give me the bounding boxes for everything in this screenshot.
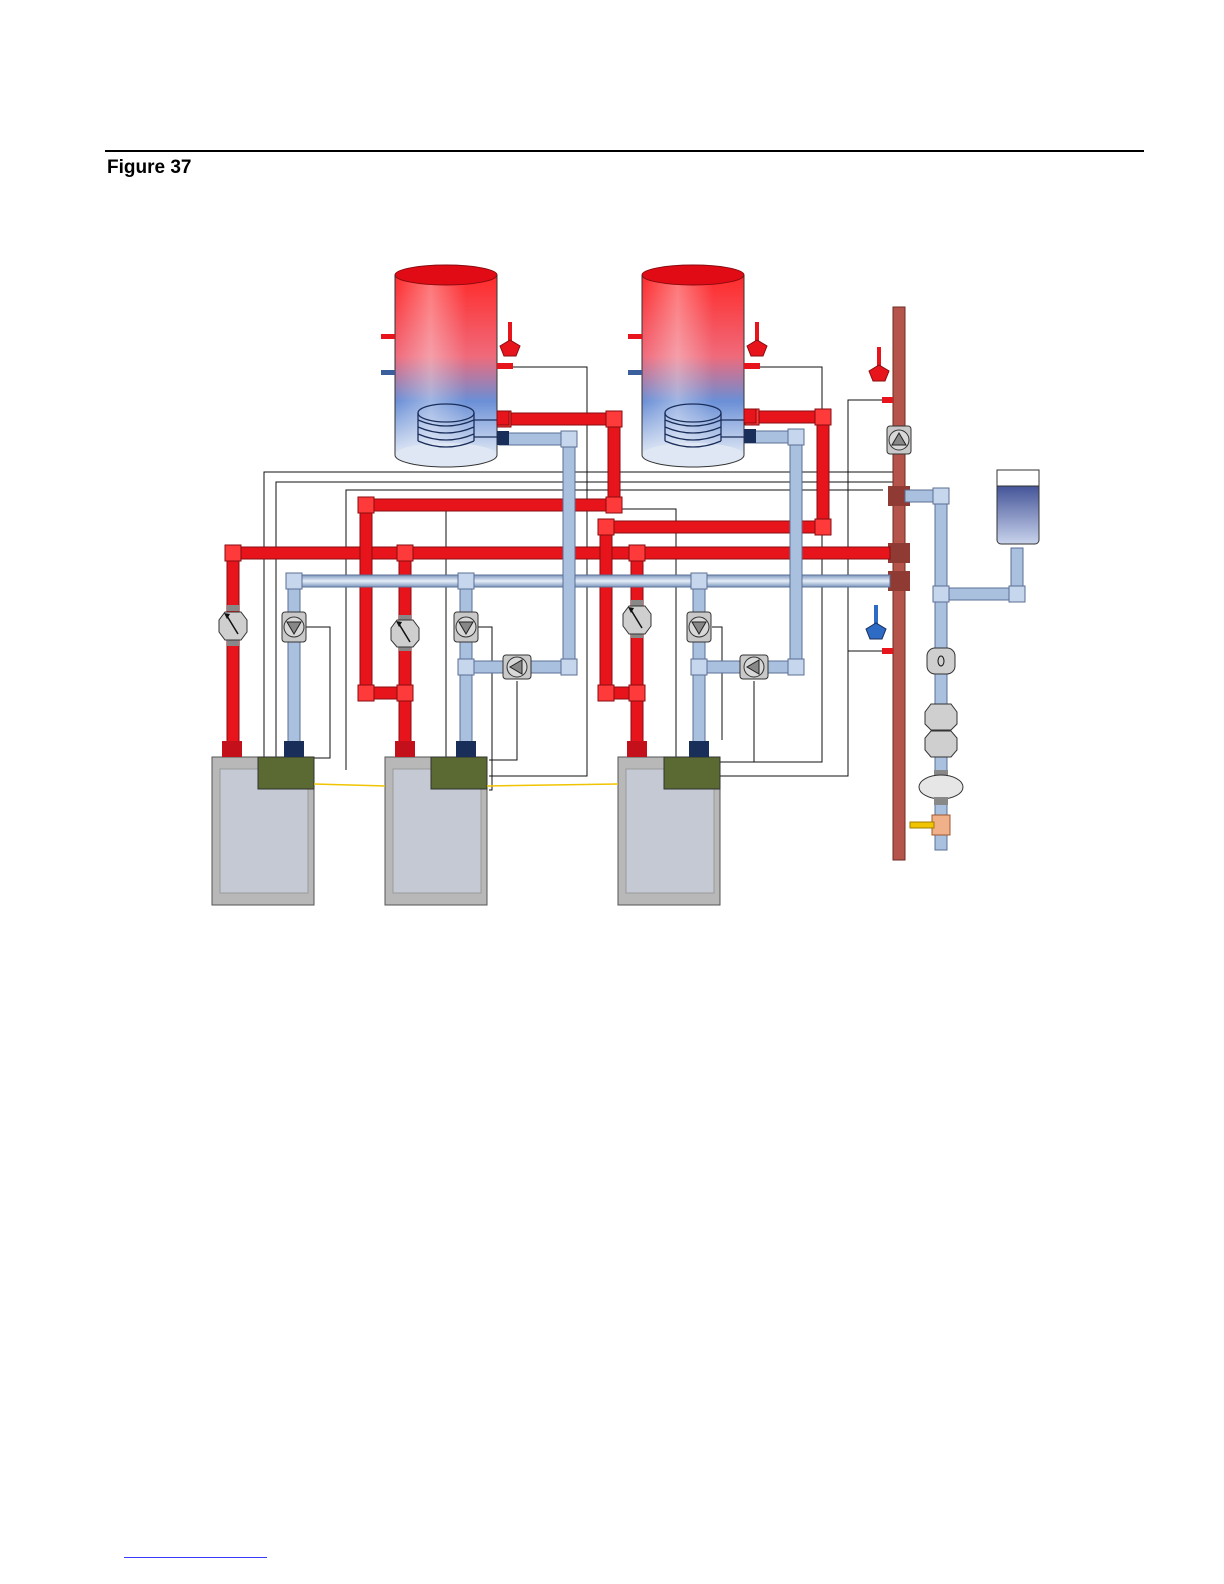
tank-2-sensor-icon (747, 322, 767, 356)
footer-link-underline[interactable] (124, 1557, 267, 1558)
boiler-3-pump-icon (687, 612, 711, 642)
indirect-tank-1 (381, 265, 513, 467)
tank-1-pump-icon (503, 655, 531, 679)
pressure-reducing-valve-icon (919, 770, 963, 805)
boiler-2 (385, 741, 487, 905)
tank-1-sensor-icon (500, 322, 520, 356)
pressure-relief-valve-icon (927, 648, 955, 674)
system-pump-icon (887, 426, 911, 454)
supply-sensor-icon (869, 347, 893, 403)
boiler-3 (618, 741, 720, 905)
boiler-1-pump-icon (282, 612, 306, 642)
header-tee-return (888, 571, 910, 591)
expansion-tank (997, 470, 1039, 544)
boiler-2-check-valve-icon (391, 615, 419, 651)
backflow-preventer-icon (925, 704, 957, 757)
fill-valve-icon (910, 815, 950, 835)
header-tee-supply (888, 543, 910, 563)
tank-2-pump-icon (740, 655, 768, 679)
boiler-1 (212, 741, 314, 905)
boiler-3-check-valve-icon (623, 600, 651, 638)
boiler-2-pump-icon (454, 612, 478, 642)
indirect-tank-2 (628, 265, 760, 467)
return-sensor-icon (866, 605, 893, 654)
